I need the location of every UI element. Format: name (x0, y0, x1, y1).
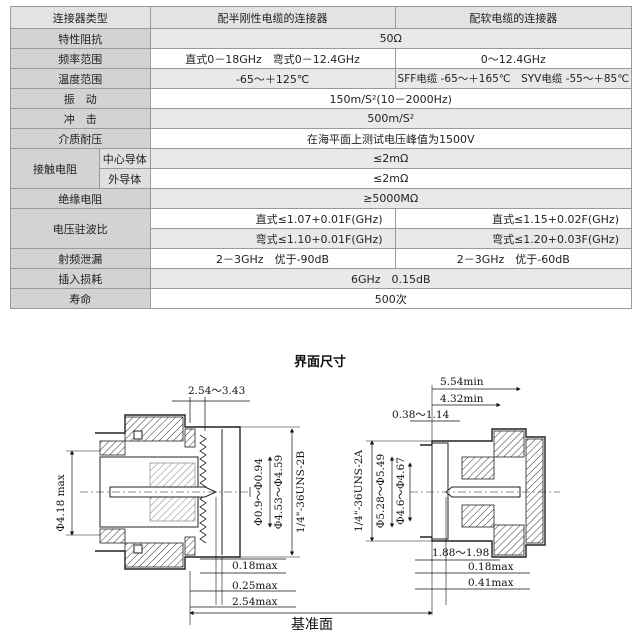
row-value: 6GHz 0.15dB (149, 268, 633, 289)
dim-right-id: Φ4.6～Φ4.67 (395, 457, 407, 525)
header-rigid: 配半刚性电缆的连接器 (149, 6, 396, 29)
table-row: 频率范围 直式0－18GHz 弯式0－12.4GHz 0～12.4GHz (10, 48, 633, 69)
row-label: 插入损耗 (10, 268, 151, 289)
interface-drawing: 界面尺寸 2.54～3.43 Φ4.18 (55, 354, 560, 633)
right-connector (410, 428, 560, 558)
row-label: 接触电阻 (10, 148, 100, 189)
dim-right-t1: 5.54min (440, 376, 484, 388)
dim-left-thread: 1/4"-36UNS-2B (295, 451, 307, 533)
header-flex: 配软电缆的连接器 (394, 6, 633, 29)
left-dimensions: 2.54～3.43 Φ4.18 max Φ0.9～Φ0.94 Φ4.53～Φ4.… (55, 385, 307, 625)
spec-table: 连接器类型 配半刚性电缆的连接器 配软电缆的连接器 特性阻抗 50Ω 频率范围 … (10, 6, 633, 309)
row-label: 特性阻抗 (10, 28, 151, 49)
row-value: 在海平面上测试电压峰值为1500V (149, 128, 633, 149)
row-label: 寿命 (10, 288, 151, 309)
dim-left-pin: Φ0.9～Φ0.94 (253, 458, 265, 526)
row-value: 弯式≤1.10+0.01F(GHz) (149, 228, 396, 249)
row-value: 弯式≤1.20+0.03F(GHz) (394, 228, 633, 249)
row-label: 电压驻波比 (10, 208, 151, 249)
row-value: ≥5000MΩ (149, 188, 633, 209)
reference-plane: 基准面 (189, 610, 433, 633)
row-label: 射频泄漏 (10, 248, 151, 269)
table-header-row: 连接器类型 配半刚性电缆的连接器 配软电缆的连接器 (10, 6, 633, 29)
table-row: 冲 击 500m/S² (10, 108, 633, 129)
table-row: 绝缘电阻 ≥5000MΩ (10, 188, 633, 209)
drawing-title: 界面尺寸 (294, 354, 346, 370)
row-value: 直式≤1.07+0.01F(GHz) (149, 208, 396, 229)
row-value: ≤2mΩ (149, 148, 633, 169)
row-value: 2－3GHz 优于-60dB (394, 248, 633, 269)
dim-left-b2: 0.25max (232, 580, 278, 592)
table-row: 温度范围 -65～＋125℃ SFF电缆 -65～＋165℃ SYV电缆 -55… (10, 68, 633, 89)
row-value: 50Ω (149, 28, 633, 49)
table-row: 介质耐压 在海平面上测试电压峰值为1500V (10, 128, 633, 149)
row-value: 直式≤1.15+0.02F(GHz) (394, 208, 633, 229)
dim-right-od: Φ5.28～Φ5.49 (375, 454, 387, 528)
row-label: 绝缘电阻 (10, 188, 151, 209)
row-value: 直式0－18GHz 弯式0－12.4GHz (149, 48, 396, 69)
row-value: SFF电缆 -65～＋165℃ SYV电缆 -55～＋85℃ (394, 68, 633, 89)
row-sublabel: 中心导体 (99, 148, 151, 169)
dim-left-bore: Φ4.53～Φ4.59 (273, 455, 285, 529)
dim-right-t3: 0.38～1.14 (392, 409, 450, 421)
dim-right-b3: 0.41max (468, 577, 514, 589)
dim-left-outer: Φ4.18 max (55, 474, 67, 532)
row-label: 介质耐压 (10, 128, 151, 149)
baseline-label: 基准面 (291, 616, 333, 633)
row-label: 冲 击 (10, 108, 151, 129)
table-row: 接触电阻 中心导体 ≤2mΩ (10, 148, 633, 189)
row-value: 2－3GHz 优于-90dB (149, 248, 396, 269)
table-row: 弯式≤1.10+0.01F(GHz) 弯式≤1.20+0.03F(GHz) (11, 228, 633, 249)
table-row: 寿命 500次 (10, 288, 633, 309)
row-value: -65～＋125℃ (149, 68, 396, 89)
dim-right-t2: 4.32min (440, 393, 484, 405)
table-row: 电压驻波比 直式≤1.07+0.01F(GHz) 直式≤1.15+0.02F(G… (10, 208, 633, 249)
table-row: 射频泄漏 2－3GHz 优于-90dB 2－3GHz 优于-60dB (10, 248, 633, 269)
right-dimensions: 5.54min 4.32min 0.38～1.14 1/4"-36UNS-2A … (353, 376, 530, 615)
table-row: 外导体 ≤2mΩ (11, 168, 633, 189)
row-label: 频率范围 (10, 48, 151, 69)
row-sublabel: 外导体 (99, 168, 151, 189)
dim-right-thread: 1/4"-36UNS-2A (353, 450, 365, 532)
row-label: 振 动 (10, 88, 151, 109)
dim-left-b1: 0.18max (232, 560, 278, 572)
row-value: 150m/S²(10－2000Hz) (149, 88, 633, 109)
table-row: 特性阻抗 50Ω (10, 28, 633, 49)
row-value: 0～12.4GHz (394, 48, 633, 69)
table-row: 振 动 150m/S²(10－2000Hz) (10, 88, 633, 109)
row-value: ≤2mΩ (149, 168, 633, 189)
header-type: 连接器类型 (10, 6, 151, 29)
dim-left-top: 2.54～3.43 (188, 385, 245, 397)
dim-right-b1: 1.88～1.98 (432, 547, 489, 559)
row-value: 500次 (149, 288, 633, 309)
row-value: 500m/S² (149, 108, 633, 129)
row-label: 温度范围 (10, 68, 151, 89)
dim-left-b3: 2.54max (232, 596, 278, 608)
left-connector (80, 414, 250, 570)
dim-right-b2: 0.18max (468, 561, 514, 573)
table-row: 插入损耗 6GHz 0.15dB (10, 268, 633, 289)
